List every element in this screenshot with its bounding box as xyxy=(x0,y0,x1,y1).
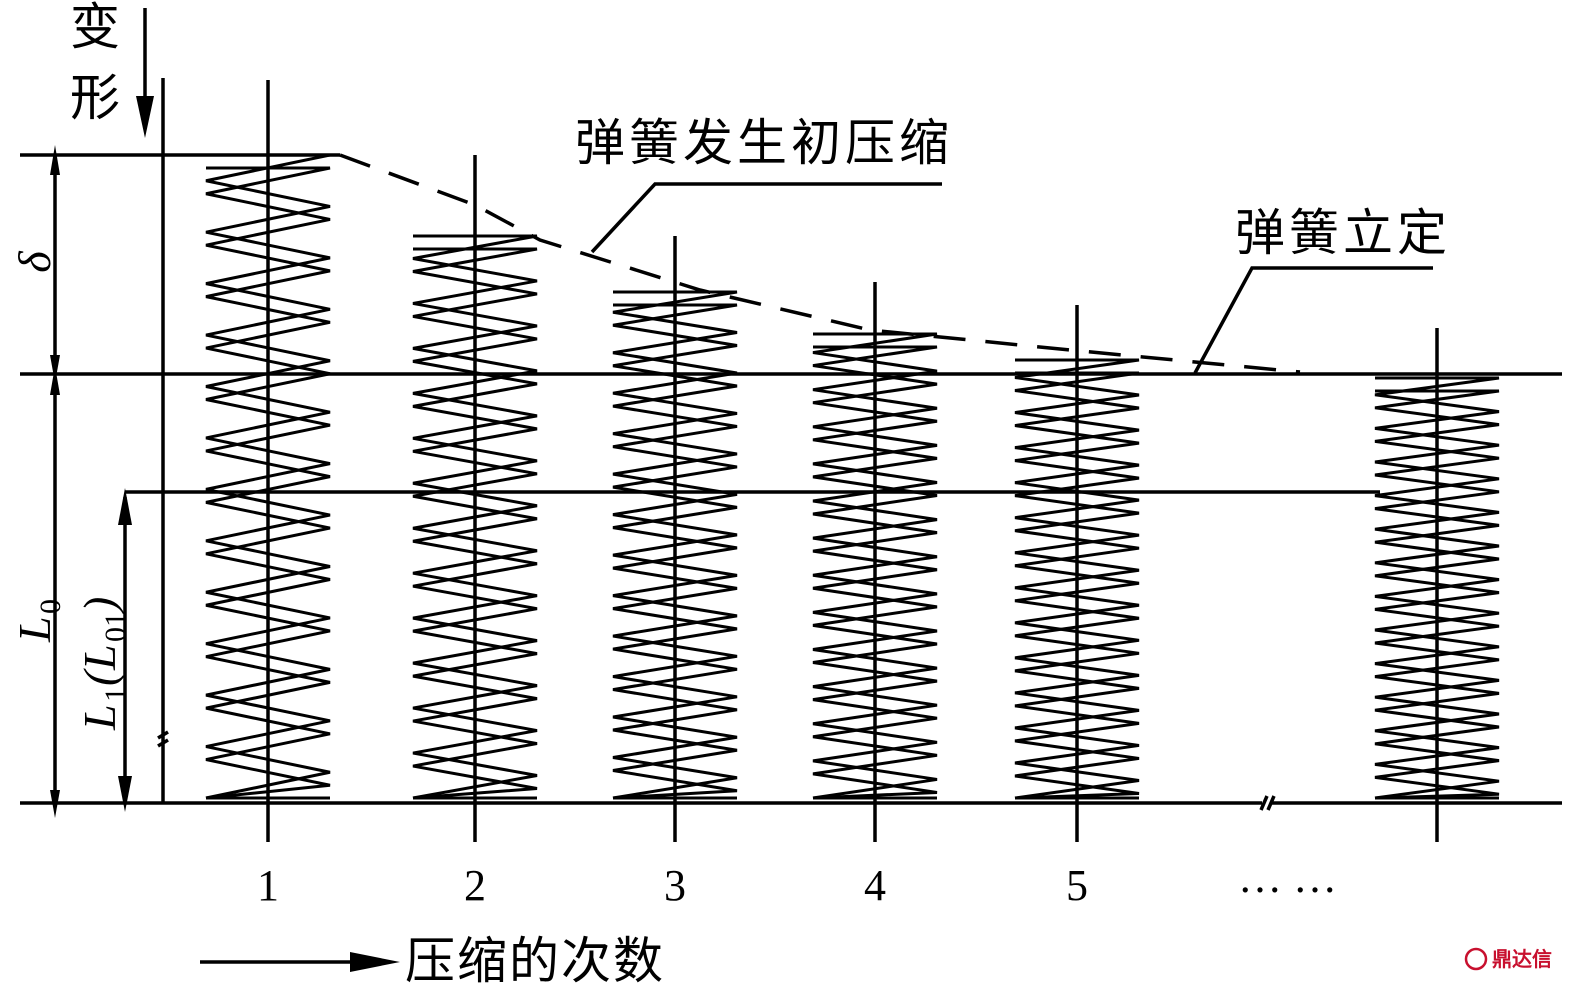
spring-coil-wire xyxy=(1374,376,1500,800)
svg-text:01: 01 xyxy=(99,612,132,642)
leader-spring-set xyxy=(1193,266,1433,374)
axis-break-mark xyxy=(1266,795,1276,811)
leader-initial-compression xyxy=(590,182,942,254)
springs-group xyxy=(205,80,1500,842)
svg-text:L: L xyxy=(9,616,60,643)
svg-text:L: L xyxy=(74,704,125,731)
axis-break-mark xyxy=(157,730,169,740)
axis-break-mark xyxy=(1259,795,1269,811)
watermark-text: 鼎达信 xyxy=(1492,947,1552,971)
spring-3 xyxy=(612,236,738,842)
spring-set-label: 弹簧立定 xyxy=(1235,204,1451,262)
delta-label: δ xyxy=(9,251,60,273)
svg-text:L: L xyxy=(74,644,125,671)
spring-coil-wire xyxy=(812,345,938,800)
l1-label: L 1 ( L 01 ) xyxy=(74,597,132,731)
spring-2 xyxy=(412,155,538,842)
spring-coil-wire xyxy=(205,153,331,800)
svg-text:): ) xyxy=(74,597,125,615)
x-axis-label: 压缩的次数 xyxy=(405,932,665,983)
compression-count-3: 3 xyxy=(664,861,686,910)
axis-break-mark xyxy=(157,738,169,748)
spring-coil-wire xyxy=(1374,389,1500,800)
spring-5 xyxy=(1014,305,1140,842)
svg-text:0: 0 xyxy=(34,599,67,614)
compression-count-2: 2 xyxy=(464,861,486,910)
compression-count-labels: 1 2 3 4 5 xyxy=(257,861,1088,910)
compression-count-4: 4 xyxy=(864,861,886,910)
ellipsis-label: … … xyxy=(1238,853,1337,902)
svg-text:1: 1 xyxy=(99,687,132,702)
compression-count-5: 5 xyxy=(1066,861,1088,910)
deformation-label-bottom: 形 xyxy=(70,69,120,127)
compression-count-arrow-head xyxy=(350,952,400,972)
spring-coil-wire xyxy=(1014,371,1140,800)
initial-compression-label: 弹簧发生初压缩 xyxy=(575,114,953,172)
compression-count-1: 1 xyxy=(257,861,279,910)
deformation-label-top: 变 xyxy=(70,0,120,56)
l0-label: L 0 xyxy=(9,599,67,643)
watermark-logo-icon xyxy=(1464,947,1488,971)
spring-coil-wire xyxy=(412,234,538,800)
spring-coil-wire xyxy=(205,166,331,800)
svg-text:(: ( xyxy=(74,668,125,686)
spring-1 xyxy=(205,80,331,842)
spring-top-envelope xyxy=(339,153,1301,374)
spring-6 xyxy=(1374,328,1500,842)
deformation-arrow-head xyxy=(136,96,154,138)
spring-4 xyxy=(812,282,938,842)
spring-coil-wire xyxy=(612,303,738,800)
spring-coil-wire xyxy=(412,247,538,800)
